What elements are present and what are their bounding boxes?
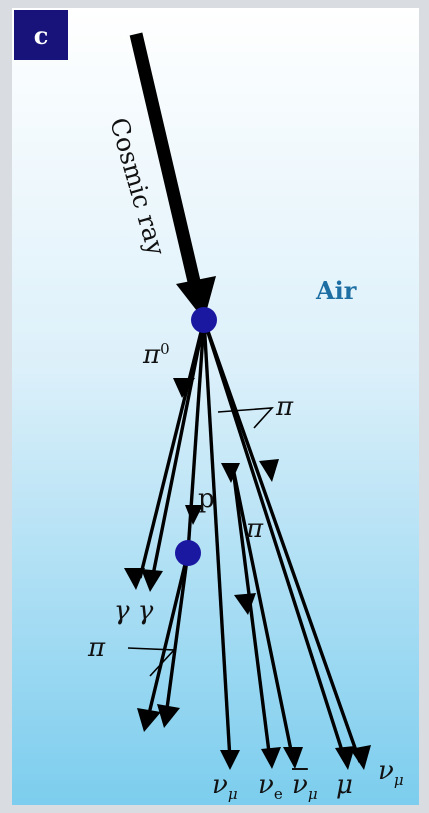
mu-arrowhead	[335, 746, 355, 770]
pi-mid-label: π	[246, 514, 264, 544]
nu-e-arrowhead	[261, 747, 281, 769]
nubar-mu-arrowhead	[283, 747, 303, 769]
nu-mu-arrowhead-1	[220, 750, 240, 770]
pion-decay-track-2	[164, 551, 190, 717]
pion-decay-track-1	[146, 551, 190, 719]
second-interaction-vertex	[175, 540, 201, 566]
nu-mu-label-1: νμ	[212, 770, 238, 803]
pi-angle-marker-upper	[217, 407, 274, 429]
gamma-arrowhead-2	[141, 569, 163, 592]
cosmic-ray-track	[129, 32, 203, 292]
proton-label: p	[198, 484, 215, 514]
nu-e-track	[231, 467, 272, 761]
pion-right-arrowhead	[259, 459, 279, 482]
gamma-arrowhead-1	[124, 568, 145, 590]
sky-background	[12, 8, 419, 805]
medium-label: Air	[316, 276, 357, 305]
pion-track-left	[202, 319, 232, 761]
pion-decay-arrowhead-1	[137, 708, 161, 732]
gamma-gamma-label: γ γ	[114, 596, 154, 626]
gamma-track-1	[138, 319, 206, 579]
pion-track-right	[202, 319, 347, 761]
nubar-mu-label: νμ	[292, 770, 318, 803]
first-interaction-vertex	[191, 307, 217, 333]
pi0-label: π0	[143, 340, 170, 370]
gamma-track-2	[150, 319, 206, 581]
numu-track-right	[202, 319, 362, 763]
pion-left-arrowhead	[221, 463, 240, 483]
pi-angle-marker-lower	[127, 647, 176, 677]
nu-e-label: νe	[258, 770, 283, 803]
nu-mu-label-2: νμ	[378, 756, 404, 789]
proton-arrowhead	[185, 505, 203, 525]
pi-lower-label: π	[88, 633, 106, 663]
pi0-arrowhead	[173, 378, 195, 398]
pi-upper-label: π	[276, 392, 294, 422]
angle-markers	[127, 407, 274, 677]
mu-label: μ	[336, 770, 353, 800]
pion-decay-arrowhead-2	[157, 704, 180, 728]
pion-mid-arrowhead	[234, 593, 256, 615]
panel-label: c	[14, 10, 68, 60]
nubar-mu-track	[231, 467, 295, 761]
arrowheads	[124, 378, 371, 770]
nu-mu-arrowhead-2	[350, 745, 371, 770]
